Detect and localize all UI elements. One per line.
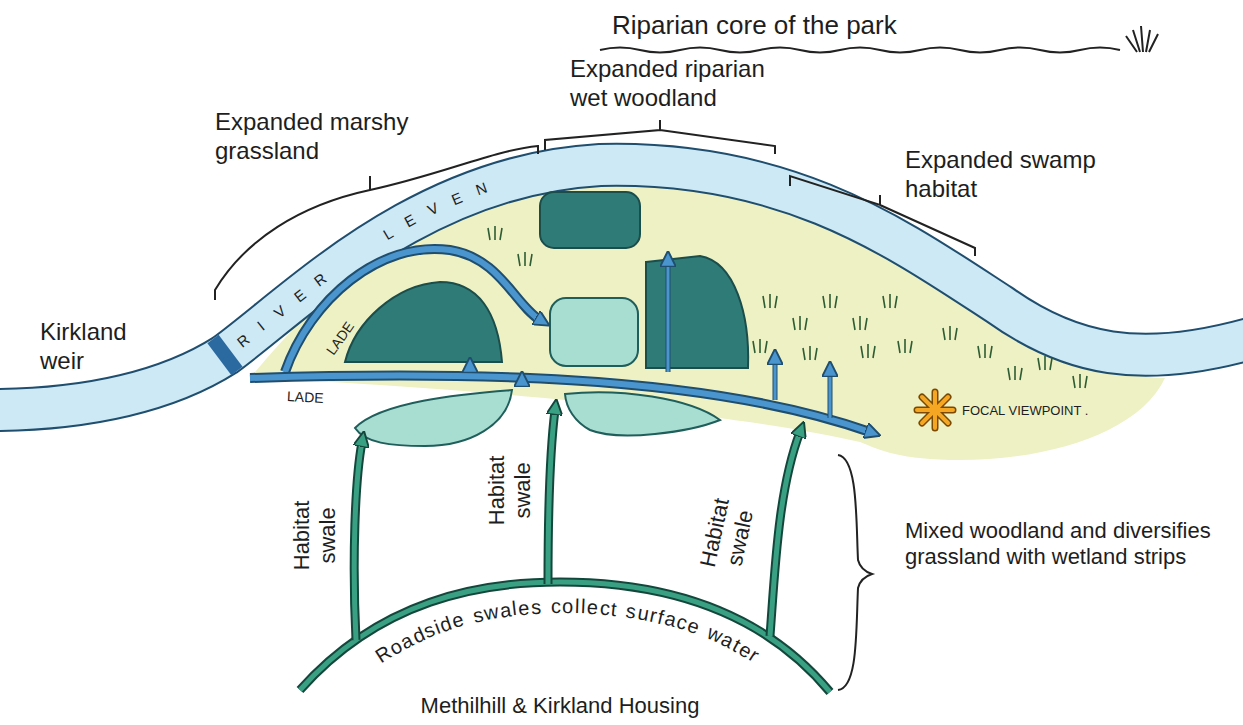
place-label: Kirkland weir — [40, 318, 170, 376]
swale-label: Habitat swale — [693, 485, 763, 584]
reed-tuft — [1073, 374, 1087, 388]
woodland-clump — [345, 282, 502, 362]
woodland-clump — [540, 192, 640, 248]
lade-channel — [285, 249, 540, 372]
reed-tuft — [1038, 356, 1052, 370]
reed-tuft — [861, 344, 875, 358]
zone-note: Mixed woodland and diversifies grassland… — [905, 518, 1230, 571]
path-letter: s — [530, 594, 541, 619]
path-letter: e — [586, 595, 599, 620]
reed-tuft — [763, 294, 777, 308]
zone-label: Expanded marshy grassland — [215, 108, 445, 166]
pond — [355, 390, 512, 446]
habitat-swale — [354, 442, 362, 640]
path-letter: l — [580, 594, 585, 618]
habitat-swale — [354, 442, 362, 640]
path-letter: w — [482, 599, 501, 625]
lade-label: LADE — [286, 388, 323, 407]
zone-label: Expanded swamp habitat — [905, 146, 1140, 204]
swale-label: Habitat swale — [484, 445, 537, 535]
habitat-swale — [770, 432, 800, 636]
path-letter: l — [575, 594, 580, 618]
diagram-title: Riparian core of the park — [612, 10, 897, 41]
flow-arrows — [470, 262, 830, 418]
reed-tuft — [753, 339, 767, 353]
path-letter: a — [498, 597, 512, 622]
zone-label: Expanded riparian wet woodland — [570, 55, 805, 113]
reed-tuft — [488, 226, 502, 240]
roadside-swale — [300, 582, 830, 692]
reed-tuft — [793, 316, 807, 330]
weir — [213, 339, 237, 371]
path-letter — [542, 594, 548, 618]
habitat-swale — [548, 410, 555, 584]
reed-tuft — [803, 346, 817, 360]
reed-tuft — [853, 316, 867, 330]
reed-symbol — [1126, 26, 1158, 52]
river-bank — [0, 165, 1243, 410]
reed-tuft — [518, 252, 532, 266]
viewpoint-label: FOCAL VIEWPOINT . — [962, 403, 1088, 419]
reed-tuft — [978, 344, 992, 358]
reed-tuft — [943, 326, 957, 340]
river-water — [0, 165, 1243, 410]
lade-channel — [285, 249, 540, 372]
path-letter: t — [610, 596, 618, 620]
path-letter: c — [551, 594, 561, 618]
reed-tufts — [488, 226, 1087, 388]
zone-bracket — [215, 120, 975, 690]
woodland-clump — [646, 256, 748, 368]
swale-label: Habitat swale — [289, 490, 342, 580]
title-underline — [600, 48, 1120, 53]
reed-tuft — [823, 294, 837, 308]
housing-label: Methilhill & Kirkland Housing — [421, 693, 700, 719]
path-letter: e — [517, 595, 530, 620]
reed-tuft — [1008, 366, 1022, 380]
path-letter: l — [511, 596, 518, 620]
path-letter — [617, 597, 626, 622]
reed-tuft — [883, 294, 897, 308]
viewpoint-star — [917, 392, 953, 428]
path-letter: o — [562, 594, 573, 618]
habitat-swale — [548, 410, 555, 584]
roadside-swale — [300, 582, 830, 692]
habitat-swale — [770, 432, 800, 636]
pond — [550, 298, 638, 366]
pond — [565, 392, 720, 435]
reed-tuft — [898, 339, 912, 353]
path-letter: c — [599, 595, 611, 620]
